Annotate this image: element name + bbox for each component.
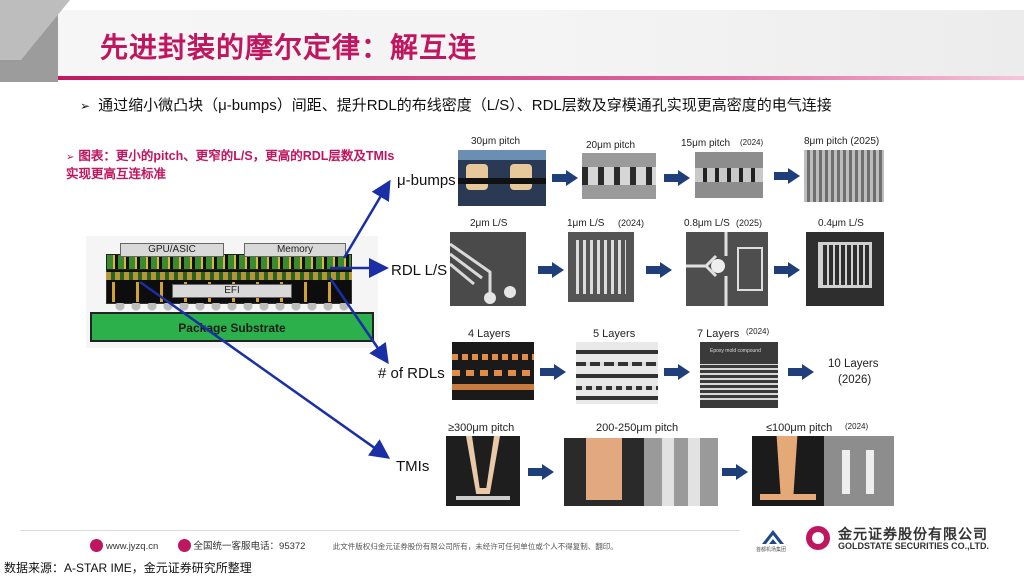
tmi-image-3b <box>824 436 894 506</box>
main-bullet: ➢ 通过缩小微凸块（μ-bumps）间距、提升RDL的布线密度（L/S）、RDL层… <box>80 94 832 115</box>
tmi-image-1 <box>446 436 520 506</box>
company-logo: 首都机场集团 金元证券股份有限公司 GOLDSTATE SECURITIES C… <box>756 524 1000 554</box>
rdl-caption-1: 2μm L/S <box>470 218 508 229</box>
arrow-right-icon <box>528 464 554 480</box>
logo-company-cn: 金元证券股份有限公司 <box>838 526 988 542</box>
package-rdl-layers <box>106 272 352 280</box>
rdl-image-1 <box>450 232 526 306</box>
rdl-image-2 <box>568 232 634 302</box>
row-label-tmi: TMIs <box>396 458 430 475</box>
arrow-right-icon <box>664 364 690 380</box>
rdl-image-4 <box>806 232 884 306</box>
footer-website[interactable]: www.jyzq.cn <box>106 541 159 552</box>
layers-caption-1: 4 Layers <box>468 328 511 340</box>
arrow-right-icon <box>774 168 800 184</box>
globe-icon <box>90 539 103 552</box>
bumps-caption-2: 20μm pitch <box>586 140 636 151</box>
tmi-image-2 <box>564 438 646 506</box>
package-substrate-label: Package Substrate <box>178 321 286 335</box>
layers-caption-2: 5 Layers <box>593 328 636 340</box>
logo-company-en: GOLDSTATE SECURITIES CO.,LTD. <box>838 541 990 551</box>
bumps-caption-3: 15μm pitch <box>681 138 731 149</box>
footer-hotline: 全国统一客服电话：95372 <box>193 541 306 552</box>
row-label-layers: # of RDLs <box>378 365 445 382</box>
layers-future: 10 Layers <box>828 358 879 370</box>
rdl-caption-3: 0.8μm L/S <box>684 218 730 229</box>
bullet-arrow-icon: ➢ <box>80 99 91 113</box>
bumps-image-4 <box>804 150 884 202</box>
main-bullet-text: 通过缩小微凸块（μ-bumps）间距、提升RDL的布线密度（L/S）、RDL层数… <box>98 97 832 114</box>
row-label-rdl: RDL L/S <box>391 262 448 279</box>
arrow-right-icon <box>538 262 564 278</box>
data-source: 数据来源：A-STAR IME，金元证券研究所整理 <box>0 556 1024 576</box>
airport-group-logo-icon <box>762 530 784 544</box>
arrow-right-icon <box>774 262 800 278</box>
airport-group-label: 首都机场集团 <box>756 547 787 553</box>
tmi-caption-3: ≤100μm pitch <box>766 422 833 434</box>
header-accent-line <box>58 76 1024 80</box>
goldstate-logo-icon <box>806 526 830 550</box>
bumps-year-3: (2024) <box>740 138 764 147</box>
package-rdl-top <box>106 254 352 270</box>
arrow-right-icon <box>788 364 814 380</box>
layers-inner-text: Epoxy mold compound <box>710 348 761 354</box>
page-title: 先进封装的摩尔定律：解互连 <box>100 32 478 63</box>
bumps-image-2 <box>582 153 656 199</box>
rdl-traces-3 <box>686 232 763 306</box>
memory-chip: Memory <box>244 243 346 257</box>
layers-caption-3: 7 Layers <box>697 328 740 340</box>
arrow-right-icon <box>722 464 748 480</box>
rdl-caption-2: 1μm L/S <box>567 218 605 229</box>
bumps-caption-1: 30μm pitch <box>471 136 521 147</box>
phone-icon <box>177 539 191 552</box>
tmi-caption-2: 200-250μm pitch <box>596 422 679 434</box>
rdl-image-3 <box>686 232 768 306</box>
tmi-caption-1: ≥300μm pitch <box>448 422 515 434</box>
bumps-image-3 <box>695 152 763 198</box>
bullet-arrow-icon: ➢ <box>66 152 75 163</box>
footer: www.jyzq.cn 全国统一客服电话：95372 此文件版权归金元证券股份有… <box>90 538 618 552</box>
layers-year-3: (2024) <box>746 327 770 336</box>
tmi-year-3: (2024) <box>845 422 869 431</box>
layers-future-year: (2026) <box>838 374 872 386</box>
row-label-bumps: μ-bumps <box>397 172 456 189</box>
layers-image-2 <box>576 342 658 404</box>
rdl-traces-1 <box>450 242 516 304</box>
footer-divider <box>20 530 740 531</box>
bumps-image-1 <box>458 150 546 206</box>
figure-note: ➢图表：更小的pitch、更窄的L/S，更高的RDL层数及TMIs实现更高互连标… <box>66 148 396 182</box>
footer-copyright: 此文件版权归金元证券股份有限公司所有，未经许可任何单位或个人不得复制、翻印。 <box>332 542 618 551</box>
efi-bridge: EFI <box>172 284 292 298</box>
gpu-asic-chip: GPU/ASIC <box>120 243 224 257</box>
arrow-right-icon <box>664 170 690 186</box>
layers-image-1 <box>452 342 534 400</box>
figure-note-text: 图表：更小的pitch、更窄的L/S，更高的RDL层数及TMIs实现更高互连标准 <box>66 149 395 181</box>
header-bar <box>58 10 1024 80</box>
arrow-right-icon <box>646 262 672 278</box>
bumps-caption-4: 8μm pitch (2025) <box>804 136 880 147</box>
package-substrate: Package Substrate <box>90 312 374 342</box>
rdl-caption-4: 0.4μm L/S <box>818 218 864 229</box>
layers-image-3: Epoxy mold compound <box>700 342 778 408</box>
arrow-right-icon <box>540 364 566 380</box>
rdl-year-3: (2025) <box>736 218 763 228</box>
rdl-year-2: (2024) <box>618 218 645 228</box>
arrow-right-icon <box>552 170 578 186</box>
tmi-image-3 <box>752 436 826 506</box>
tmi-image-2b <box>644 438 718 506</box>
